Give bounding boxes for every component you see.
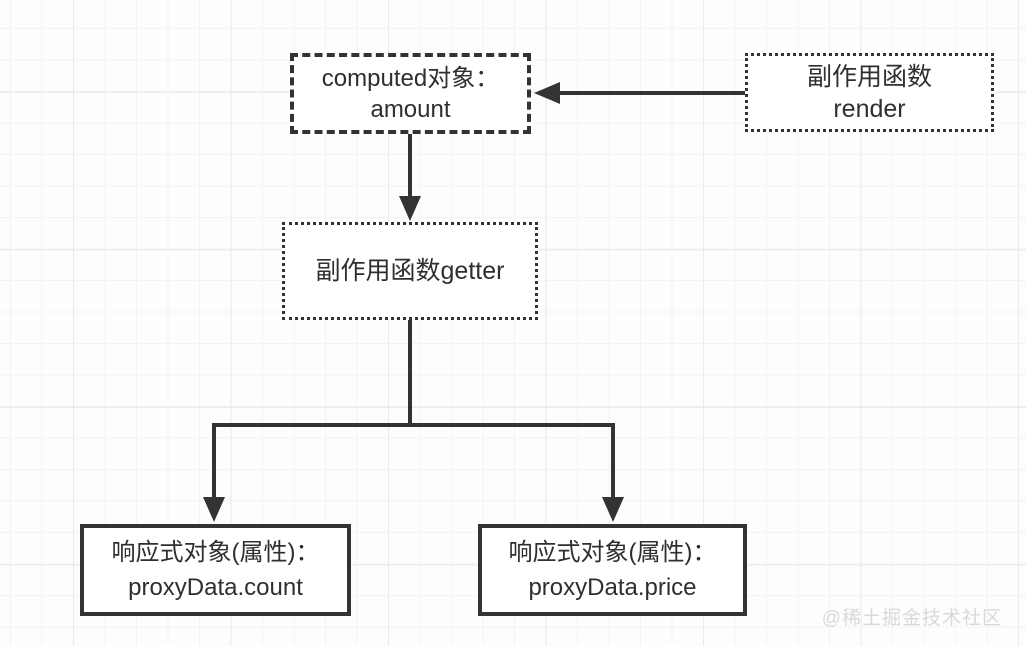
node-reactive-count: 响应式对象(属性)： proxyData.count [80,524,351,616]
arrowhead-left-icon [534,82,560,104]
node-render-line1: 副作用函数 [806,62,932,91]
node-computed-line2: amount [370,95,451,123]
arrowhead-down-icon [203,497,225,522]
node-render-effect: 副作用函数 render [745,53,994,132]
node-render-line2: render [833,94,906,123]
node-getter-effect: 副作用函数getter [282,222,538,320]
node-price-line1: 响应式对象(属性)： [508,539,717,566]
node-price-line2: proxyData.price [528,574,697,601]
watermark: @稀土掘金技术社区 [821,608,1002,629]
node-computed-object: computed对象： amount [290,53,531,134]
node-reactive-price: 响应式对象(属性)： proxyData.price [478,524,747,616]
arrowhead-down-icon [602,497,624,522]
node-computed-line1: computed对象： [321,64,500,92]
edge-getter-to-count [212,319,412,500]
edge-getter-to-price [410,423,615,500]
arrowhead-down-icon [399,196,421,221]
node-count-line2: proxyData.count [128,574,303,601]
node-count-line1: 响应式对象(属性)： [111,539,320,566]
node-getter-line1: 副作用函数getter [315,257,505,285]
